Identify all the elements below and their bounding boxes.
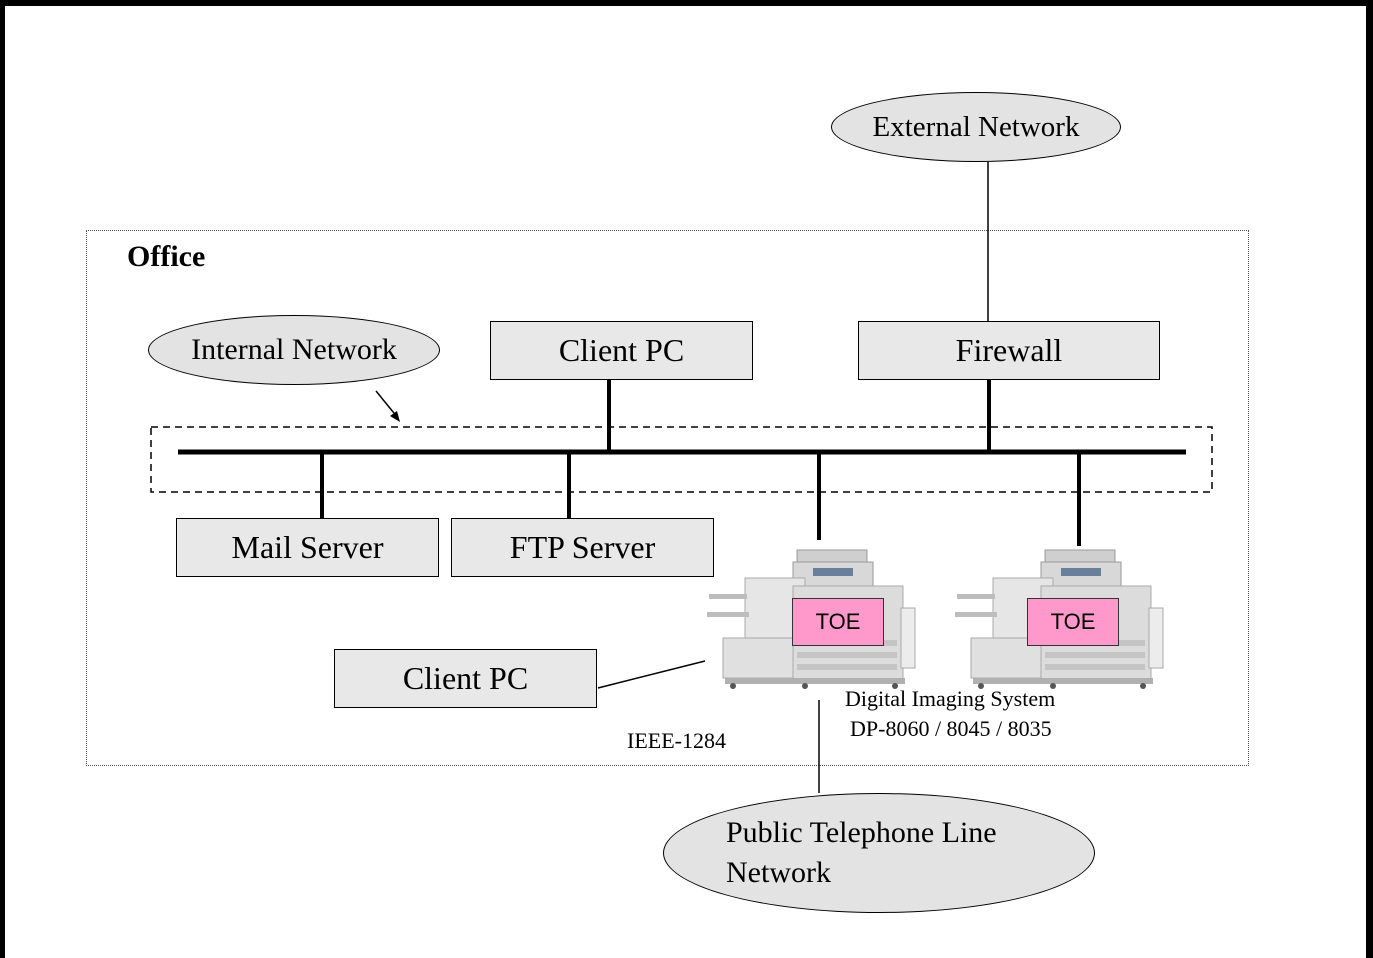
toe-label-2: TOE (1050, 609, 1096, 634)
office-title: Office (127, 240, 206, 273)
public-telephone-network-node: Public Telephone Line Network (663, 793, 1095, 913)
office-boundary (86, 230, 1249, 766)
client-pc-left-node: Client PC (334, 649, 597, 708)
public-telephone-label-line2: Network (726, 856, 831, 889)
frame-border-top (0, 0, 1373, 6)
internal-network-region (150, 426, 1213, 493)
mail-server-node: Mail Server (176, 518, 439, 577)
link-ieee1284 (597, 660, 706, 689)
firewall-label: Firewall (955, 332, 1063, 368)
ftp-server-label: FTP Server (509, 529, 656, 565)
ieee1284-label: IEEE-1284 (627, 728, 726, 753)
internal-network-node: Internal Network (148, 315, 440, 385)
external-network-label: External Network (872, 110, 1080, 143)
toe-badge-2: TOE (1027, 598, 1119, 646)
internal-network-label: Internal Network (191, 333, 397, 366)
mail-server-label: Mail Server (231, 529, 384, 565)
toe-label-1: TOE (815, 609, 861, 634)
toe-badge-1: TOE (792, 598, 884, 646)
external-network-node: External Network (831, 92, 1121, 162)
public-telephone-label-line1: Public Telephone Line (726, 816, 997, 849)
ftp-server-node: FTP Server (451, 518, 714, 577)
frame-border-left (0, 0, 5, 958)
client-pc-top-node: Client PC (490, 321, 753, 380)
system-models-label: DP-8060 / 8045 / 8035 (850, 716, 1052, 741)
system-name-label: Digital Imaging System (845, 686, 1056, 711)
frame-border-right (1366, 0, 1373, 958)
client-pc-top-label: Client PC (558, 332, 685, 368)
firewall-node: Firewall (858, 321, 1160, 380)
client-pc-left-label: Client PC (402, 660, 529, 696)
pointer-arrowhead (390, 411, 400, 422)
